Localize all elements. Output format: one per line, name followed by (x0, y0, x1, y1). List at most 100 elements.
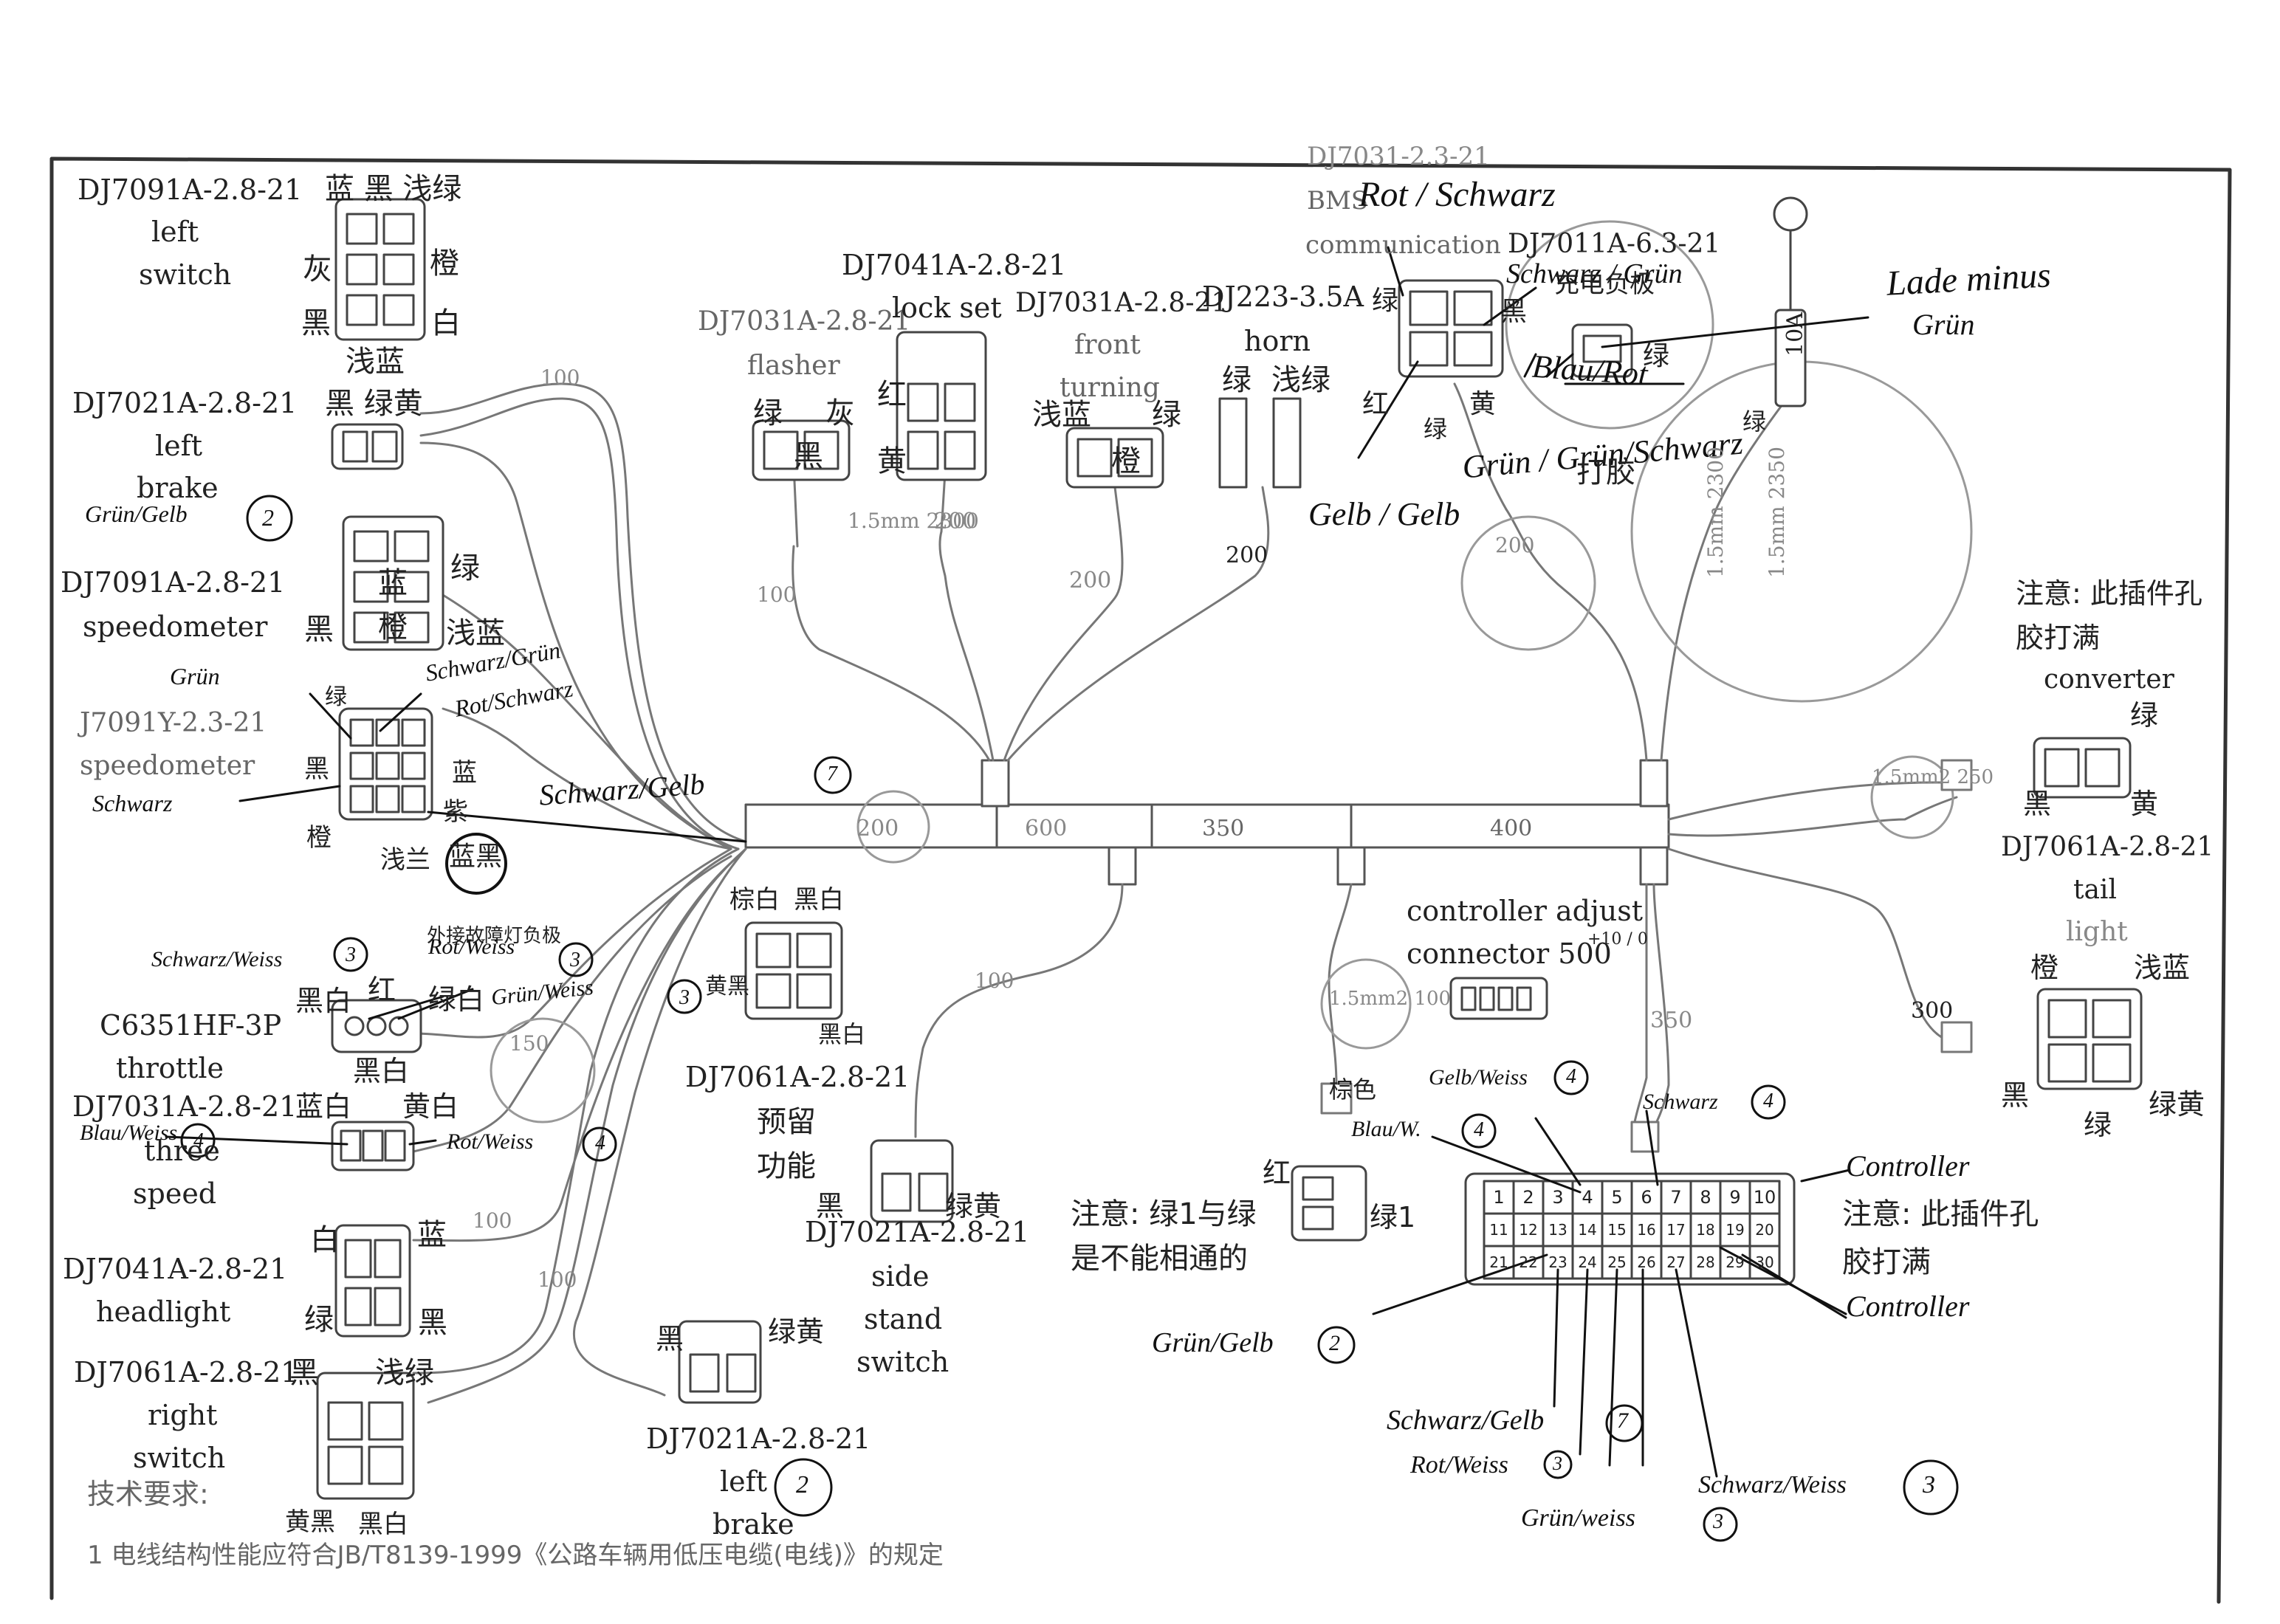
flasher-wire-green: 绿 (753, 396, 783, 430)
pin-16: 16 (1637, 1221, 1656, 1239)
reserved-wire-yellowblack: 黄黑 (705, 974, 749, 999)
green-note-2: 是不能相通的 (1071, 1242, 1248, 1276)
hw-rot-schwarz: Rot / Schwarz (1359, 175, 1556, 214)
hw-num-4-a: 4 (193, 1129, 204, 1152)
left-brake-top-name: left (155, 430, 202, 462)
pin-8: 8 (1700, 1187, 1711, 1208)
speedometer2-wire-orange: 橙 (306, 823, 332, 853)
charge-part: DJ7011A-6.3-21 (1508, 229, 1721, 259)
hw-gruen-gelb-bottom: Grün/Gelb (1152, 1327, 1274, 1358)
speedometer2-wire-blue: 蓝 (452, 758, 477, 788)
pin-7: 7 (1670, 1187, 1682, 1208)
hw-schwarz-gelb-bottom: Schwarz/Gelb (1387, 1405, 1545, 1436)
bms-wire-black: 黑 (1500, 297, 1528, 327)
pin-25: 25 (1607, 1253, 1627, 1271)
tail-light-wire-green: 绿 (2084, 1109, 2112, 1141)
tail-light-part: DJ7061A-2.8-21 (2001, 832, 2214, 862)
hw-schwarz-ctrl: Schwarz (1643, 1090, 1718, 1114)
reserved-wire-blackwhite2: 黑白 (818, 1020, 866, 1048)
bms-wire-green2: 绿 (1424, 415, 1448, 443)
right-switch-wire-lightgreen: 浅绿 (375, 1356, 434, 1390)
side-stand-wire-greenyellow: 绿黄 (945, 1190, 1002, 1222)
hw-num-2-c: 2 (1329, 1331, 1340, 1355)
pin-30: 30 (1755, 1253, 1774, 1271)
speedometer-wire-blue: 蓝 (378, 566, 408, 600)
left-brake-bottom-name: left (720, 1465, 767, 1498)
bms-name2: communication (1305, 230, 1501, 260)
three-speed-name: three (144, 1135, 220, 1167)
tail-light-wire-black: 黑 (2001, 1079, 2030, 1112)
horn-wire-lightgreen: 浅绿 (1271, 363, 1330, 397)
side-stand-name3: switch (856, 1346, 950, 1378)
alarm-wire-brown: 棕色 (1329, 1076, 1377, 1104)
converter-wire-black: 黑 (2023, 788, 2052, 820)
hw-rot-weiss-bottom: Rot/Weiss (1410, 1451, 1508, 1479)
converter-wire-green: 绿 (2130, 699, 2159, 732)
reserved-name: 预留 (757, 1105, 816, 1139)
left-brake-bottom-wire-greenyellow: 绿黄 (768, 1315, 825, 1348)
pin-24: 24 (1578, 1253, 1597, 1271)
left-switch-wire-orange: 橙 (430, 247, 459, 281)
fuse-rating: 10A (1782, 312, 1808, 357)
alarm-wire-green1: 绿1 (1370, 1201, 1416, 1234)
tail-light-wire-orange: 橙 (2030, 952, 2059, 984)
hw-daban: 打胶 (1576, 455, 1635, 489)
right-switch-part: DJ7061A-2.8-21 (74, 1356, 299, 1389)
bms-wire-yellow: 黄 (1469, 389, 1497, 419)
reserved-wire-blackwhite: 黑白 (794, 885, 844, 915)
lock-set-part: DJ7041A-2.8-21 (842, 249, 1067, 281)
hw-num-7-b: 7 (1617, 1408, 1628, 1433)
throttle-name: throttle (116, 1052, 224, 1084)
right-switch-name2: switch (133, 1442, 226, 1474)
left-brake-bottom-wire-black: 黑 (656, 1323, 684, 1355)
hw-num-4-d: 4 (1566, 1065, 1576, 1088)
controller-adjust-tol: +10 / 0 (1587, 930, 1648, 949)
hw-num-2-a: 2 (262, 504, 274, 531)
throttle-wire-greenwhite: 绿白 (428, 983, 485, 1016)
reserved-wire-brownwhite: 棕白 (729, 885, 780, 915)
pin-2: 2 (1522, 1187, 1534, 1208)
length-throttle-branch: 150 (509, 1031, 549, 1056)
branch-wires (412, 220, 1973, 1404)
hw-blau-rot: Blau/Rot (1531, 348, 1649, 393)
left-brake-top-part: DJ7021A-2.8-21 (72, 387, 298, 419)
length-trunk2: 600 (1025, 816, 1068, 842)
hw-gelb-weiss-ctrl: Gelb/Weiss (1429, 1065, 1528, 1090)
connector-shapes (316, 196, 2143, 1500)
pin-1: 1 (1493, 1187, 1505, 1208)
hw-num-3-f: 3 (1923, 1471, 1935, 1499)
front-turning-name: front (1074, 330, 1141, 360)
length-trunk4: 400 (1490, 816, 1533, 842)
headlight-wire-green: 绿 (304, 1303, 334, 1337)
tech-requirements: 技术要求: (87, 1478, 209, 1510)
hw-num-3-b: 3 (570, 949, 580, 971)
length-tail-branch: 300 (1911, 998, 1954, 1024)
length-charge1: 1.5mm 2300 (1703, 447, 1728, 578)
hw-lade-minus: Lade minus (1885, 255, 2052, 303)
length-top-left: 100 (540, 365, 580, 390)
tail-light-name: tail (2073, 875, 2117, 905)
hw-controller-1: Controller (1846, 1149, 1970, 1183)
speedometer2-wire-blueblack: 蓝黑 (449, 842, 503, 872)
controller-note-2: 胶打满 (1842, 1245, 1931, 1279)
tail-light-wire-greenyellow: 绿黄 (2149, 1088, 2205, 1121)
hw-schwarz-speedo: Schwarz (92, 790, 173, 816)
pin-19: 19 (1726, 1221, 1745, 1239)
left-brake-bottom-name2: brake (712, 1508, 794, 1541)
standard-note: 1 电线结构性能应符合JB/T8139-1999《公路车辆用低压电缆(电线)》的… (87, 1541, 944, 1570)
length-trunk3: 350 (1202, 816, 1245, 842)
left-switch-wires-top: 蓝 黑 浅绿 (325, 172, 462, 206)
reserved-part: DJ7061A-2.8-21 (685, 1061, 910, 1093)
speedometer2-wire-purple: 紫 (443, 797, 468, 827)
hw-num-3-e: 3 (1713, 1510, 1723, 1533)
headlight-wire-black: 黑 (418, 1306, 447, 1340)
converter-wire-yellow: 黄 (2130, 788, 2159, 820)
speedometer-wire-lightblue: 浅蓝 (446, 616, 505, 650)
headlight-part: DJ7041A-2.8-21 (63, 1253, 288, 1285)
charge-wire-green: 绿 (1643, 341, 1670, 371)
controller-note-1: 注意: 此插件孔 (1842, 1197, 2039, 1231)
left-switch-wire-white: 白 (431, 306, 461, 340)
tail-light-wire-lightblue: 浅蓝 (2134, 952, 2191, 984)
right-switch-name: right (148, 1399, 218, 1431)
length-conv-branch: 1.5mm2 250 (1872, 766, 1994, 788)
